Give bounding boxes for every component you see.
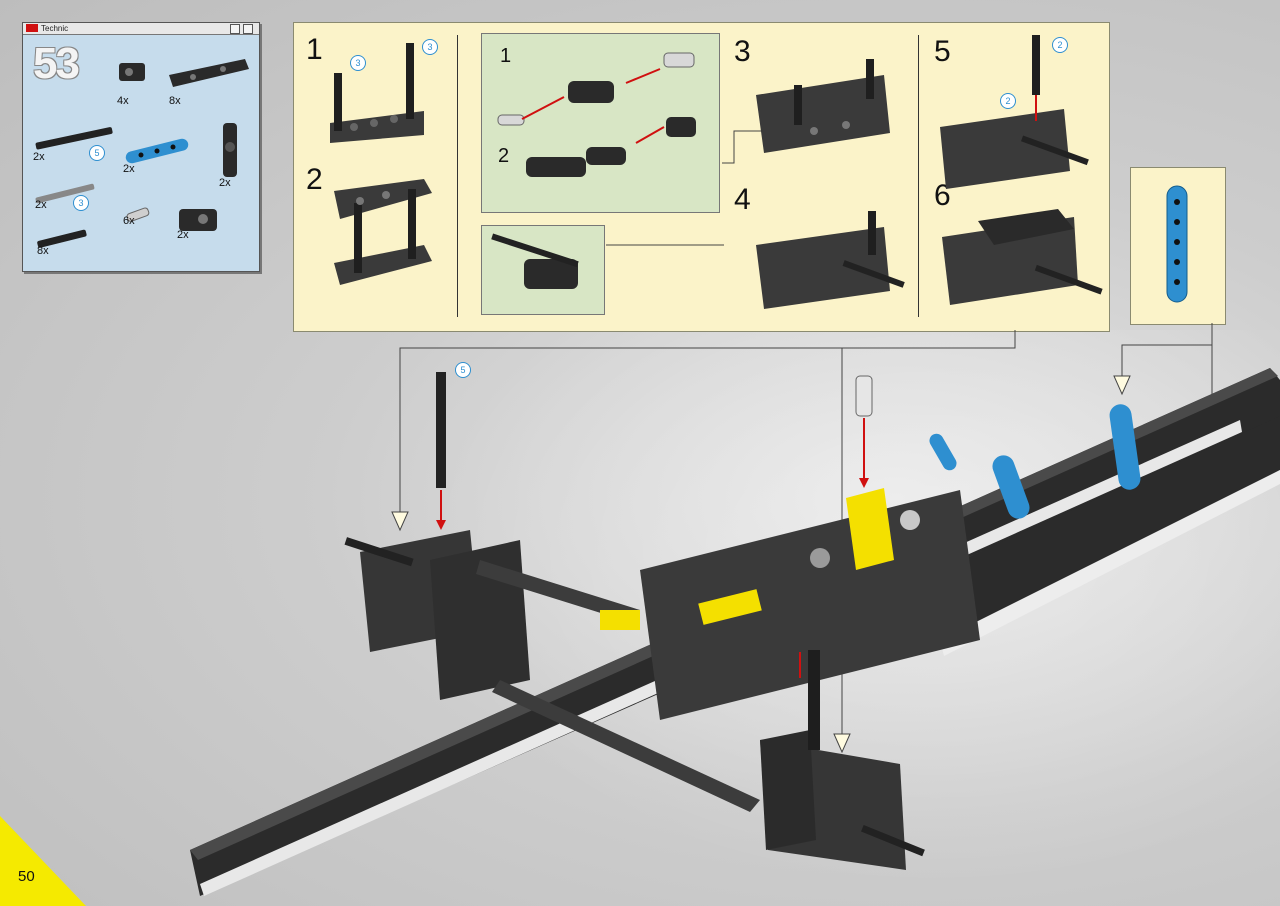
blue-beam-icon — [125, 138, 189, 164]
frame-assembly-icon — [940, 35, 1089, 189]
sub-step-number: 2 — [306, 163, 323, 196]
rear-suspension-assembly — [760, 730, 925, 870]
part-qty: 2x — [177, 229, 189, 241]
blue-beam-callout — [1130, 167, 1226, 325]
part-qty: 8x — [37, 245, 49, 257]
part-tag: 3 — [422, 39, 438, 55]
part-qty: 2x — [33, 151, 45, 163]
sub-step-number: 4 — [734, 183, 751, 216]
part-tag: 3 — [73, 195, 89, 211]
sub-step-number: 5 — [934, 35, 951, 68]
part-tag: 2 — [1052, 37, 1068, 53]
part-qty: 8x — [169, 95, 181, 107]
close-icon — [243, 24, 253, 34]
axle-icon — [35, 127, 113, 150]
part-tag: 3 — [350, 55, 366, 71]
blue-beam-icon — [992, 455, 1030, 519]
parts-list-titlebar: Technic — [23, 23, 259, 35]
part-qty: 2x — [35, 199, 47, 211]
panel-divider — [457, 35, 458, 317]
step-number: 53 — [33, 39, 80, 88]
sub-step-number: 1 — [306, 33, 323, 66]
page-corner — [0, 816, 86, 906]
connector-assembly-icon — [491, 233, 579, 289]
axle-icon — [799, 650, 820, 750]
part-tag: 5 — [455, 362, 471, 378]
part-qty: 2x — [219, 177, 231, 189]
frame-assembly-icon — [756, 211, 905, 309]
gearbox-assembly — [600, 488, 980, 720]
part-tag: 5 — [89, 145, 105, 161]
cross-block-icon — [119, 63, 145, 81]
frame-assembly-icon — [334, 179, 432, 285]
cross-block-icon — [179, 209, 217, 231]
frame-assembly-icon — [756, 59, 890, 153]
part-qty: 4x — [117, 95, 129, 107]
pin-icon — [855, 375, 873, 488]
chassis-beam — [940, 416, 1280, 656]
blue-beam-icon — [1109, 404, 1141, 490]
brand-label: Technic — [41, 24, 69, 33]
sub-assembly-illustrations — [330, 35, 1103, 309]
connector-assembly-icon — [497, 52, 696, 177]
sub-assembly-panel: 1 3 3 2 1 2 3 4 5 2 2 6 — [293, 22, 1110, 332]
brand-logo-icon — [26, 24, 38, 32]
frame-assembly-icon — [330, 43, 424, 143]
front-suspension-assembly — [344, 530, 760, 812]
axle-icon — [436, 372, 446, 530]
axle-icon — [35, 183, 95, 204]
sub-step-number: 3 — [734, 35, 751, 68]
panel-divider — [918, 35, 919, 317]
axle-joiner-icon — [223, 123, 237, 177]
triangle-beam-icon — [169, 59, 249, 87]
blue-beam-icon — [929, 433, 957, 471]
page-number: 50 — [18, 868, 35, 885]
frame-assembly-icon — [942, 209, 1103, 305]
axle-icon — [37, 229, 87, 248]
parts-illustrations — [35, 59, 249, 248]
minimize-icon — [230, 24, 240, 34]
sub-step-number: 2 — [498, 145, 510, 167]
part-qty: 2x — [123, 163, 135, 175]
parts-list-panel: Technic 53 4x 8x 2x 5 2x 2x 2x 3 6x 2x 8… — [22, 22, 260, 272]
part-qty: 6x — [123, 215, 135, 227]
blue-beam-icon — [1166, 185, 1188, 303]
sub-step-number: 1 — [500, 45, 512, 67]
part-tag: 2 — [1000, 93, 1016, 109]
pin-icon — [126, 207, 150, 222]
